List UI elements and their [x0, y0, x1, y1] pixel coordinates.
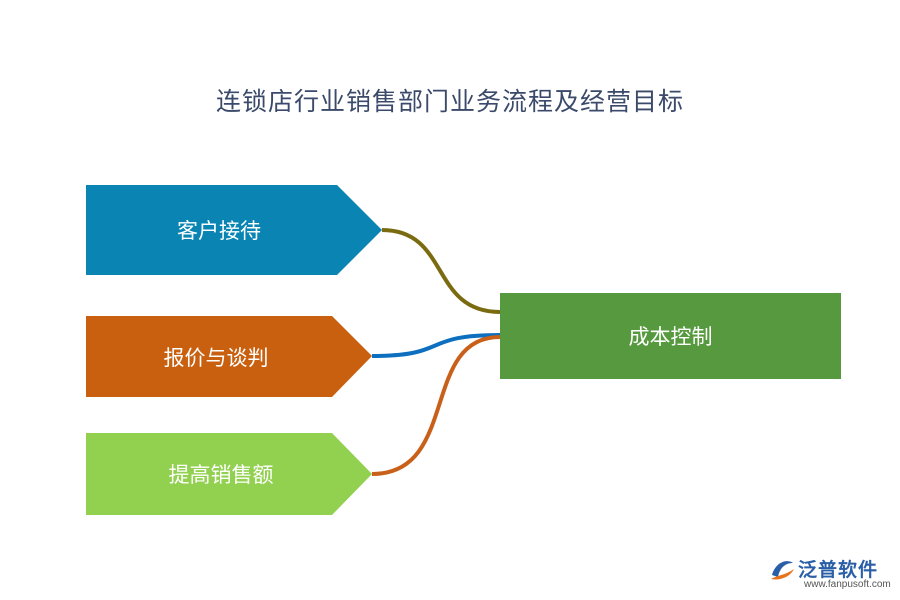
diagram-title: 连锁店行业销售部门业务流程及经营目标: [215, 87, 684, 116]
connector-quote-to-cost: [371, 333, 501, 358]
logo-url: www.fanpusoft.com: [804, 579, 891, 590]
logo-name: 泛普软件: [798, 559, 879, 581]
connector-sales-to-cost: [371, 335, 501, 476]
brand-logo: 泛普软件 www.fanpusoft.com: [768, 553, 893, 597]
node-reception-label: 客户接待: [177, 219, 261, 243]
node-cost-shape: [500, 293, 841, 379]
node-quote-label: 报价与谈判: [163, 345, 269, 370]
node-quote-shape: [86, 316, 372, 397]
connector-reception-to-cost: [381, 228, 501, 314]
node-cost-label: 成本控制: [628, 325, 713, 349]
node-sales-label: 提高销售额: [168, 463, 274, 487]
node-sales-shape: [86, 433, 372, 515]
logo-mark-icon: [771, 561, 794, 580]
node-reception-shape: [86, 185, 382, 275]
